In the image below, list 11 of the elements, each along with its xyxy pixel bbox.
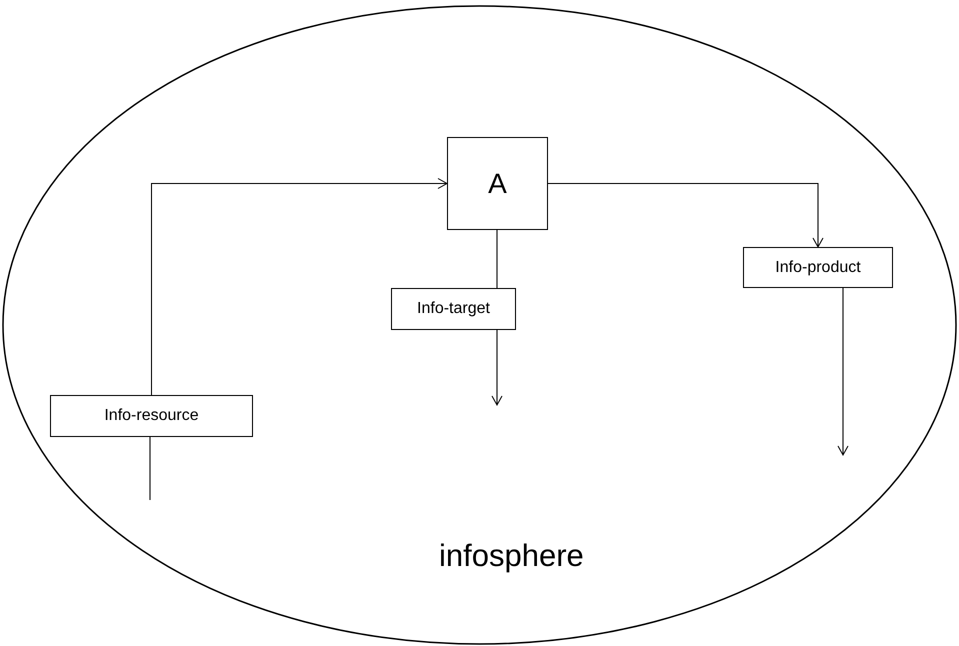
connector-line [496,230,498,288]
process-box: A [447,137,548,230]
arrow [151,178,448,396]
process-box: Info-target [391,288,516,330]
arrow [838,288,848,456]
process-box: Info-product [743,247,893,288]
ellipse-region [2,5,957,645]
region-label: infosphere [439,540,584,571]
process-box: Info-resource [50,395,253,437]
arrow [548,183,824,248]
arrow [492,330,502,406]
